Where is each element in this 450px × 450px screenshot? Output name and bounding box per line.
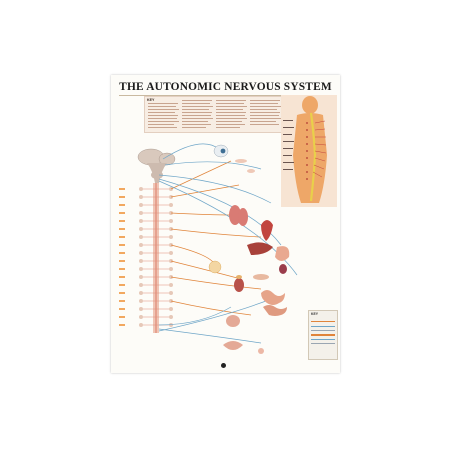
liver-illustration [247,242,273,255]
bladder-illustration [226,315,240,327]
top-legend-heading: KEY [147,98,155,102]
lungs-illustration [229,205,248,226]
lacrimal-glands [235,159,255,173]
brain-illustration [137,148,176,183]
reproductive-illustration [223,341,264,354]
nervous-system-diagram [119,95,337,354]
publisher-logo [221,363,226,368]
left-ganglia-chain [139,187,143,327]
top-legend-entries [148,100,281,128]
eye-illustration [213,144,229,158]
top-legend-box: KEY [144,96,284,133]
heart-illustration [261,220,273,241]
right-legend-heading: KEY [311,312,318,316]
intestines-illustration [261,290,287,316]
celiac-ganglion [208,260,222,274]
left-segment-markers [119,188,125,326]
adrenal-kidney-illustration [234,275,244,292]
right-ganglia-chain [169,187,173,327]
stomach-illustration [275,246,290,261]
right-legend-lines [311,318,335,347]
anatomy-poster: THE AUTONOMIC NERVOUS SYSTEM KEY [111,75,340,373]
poster-title: THE AUTONOMIC NERVOUS SYSTEM [119,81,332,93]
sympathetic-pathways [170,160,262,316]
right-legend-box: KEY [308,310,338,360]
segment-connectors [143,188,169,326]
spinal-cord [153,183,159,333]
parasympathetic-pathways [158,143,298,344]
pancreas-spleen [253,264,287,280]
title-divider [119,95,332,96]
body-figure-illustration [281,95,337,207]
